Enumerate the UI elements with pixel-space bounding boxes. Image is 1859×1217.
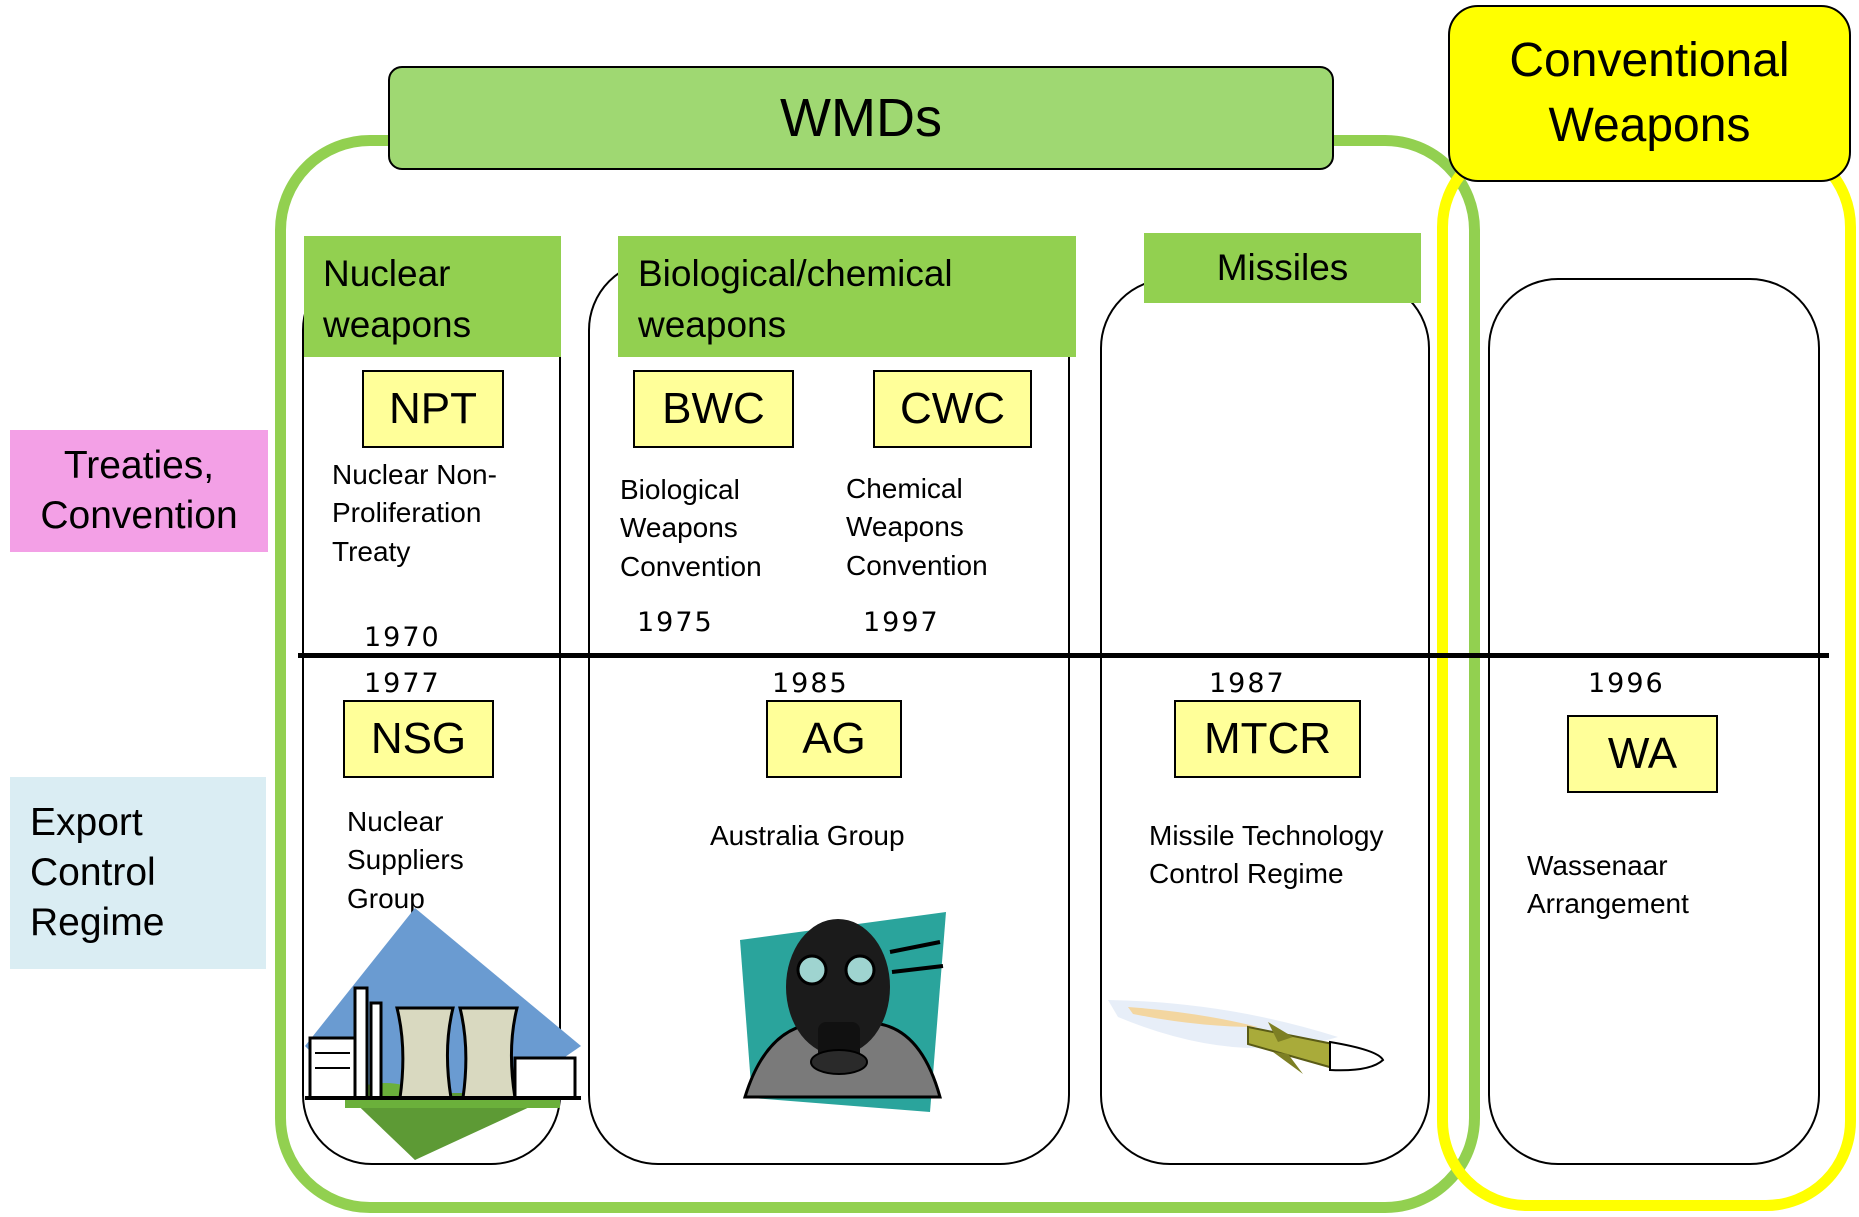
gas-mask-icon	[740, 912, 946, 1112]
wa-year: 1996	[1588, 668, 1665, 699]
wmd-header: WMDs	[388, 66, 1334, 170]
missile-icon	[1108, 1000, 1385, 1074]
ag-name: Australia Group	[710, 820, 905, 851]
biochem-column-title-text: Biological/chemical weapons	[638, 253, 953, 346]
nsg-name: Nuclear Suppliers Group	[347, 806, 464, 914]
cwc-name: Chemical Weapons Convention	[846, 473, 988, 581]
nuclear-power-plant-icon	[305, 908, 581, 1160]
npt-name: Nuclear Non-Proliferation Treaty	[332, 459, 497, 567]
bwc-name: Biological Weapons Convention	[620, 474, 762, 582]
row-label-export-control-text: Export Control Regime	[30, 801, 165, 944]
ag-year: 1985	[772, 668, 849, 699]
wa-name: Wassenaar Arrangement	[1527, 850, 1689, 920]
bwc-acronym-box: BWC	[633, 370, 794, 448]
mtcr-year: 1987	[1209, 668, 1286, 699]
wa-acronym-box: WA	[1567, 715, 1718, 793]
nsg-acronym-box: NSG	[343, 700, 494, 778]
row-label-treaties: Treaties, Convention	[10, 430, 268, 552]
conventional-header: Conventional Weapons	[1448, 5, 1851, 182]
cwc-acronym-box: CWC	[873, 370, 1032, 448]
missiles-column-title: Missiles	[1144, 233, 1421, 303]
npt-year: 1970	[364, 622, 441, 653]
nsg-year: 1977	[364, 668, 441, 699]
conventional-header-text: Conventional Weapons	[1509, 33, 1790, 152]
biochem-column-title: Biological/chemical weapons	[618, 236, 1076, 357]
nuclear-column-title: Nuclear weapons	[304, 236, 561, 357]
mtcr-name: Missile Technology Control Regime	[1149, 820, 1384, 890]
npt-acronym-box: NPT	[362, 370, 504, 448]
cwc-year: 1997	[863, 607, 940, 638]
ag-acronym-box: AG	[766, 700, 902, 778]
mtcr-acronym-box: MTCR	[1174, 700, 1361, 778]
row-label-export-control: Export Control Regime	[10, 777, 266, 969]
nuclear-column-title-text: Nuclear weapons	[323, 253, 472, 346]
bwc-year: 1975	[637, 607, 714, 638]
row-divider	[298, 653, 1829, 658]
conventional-column	[1488, 278, 1820, 1165]
